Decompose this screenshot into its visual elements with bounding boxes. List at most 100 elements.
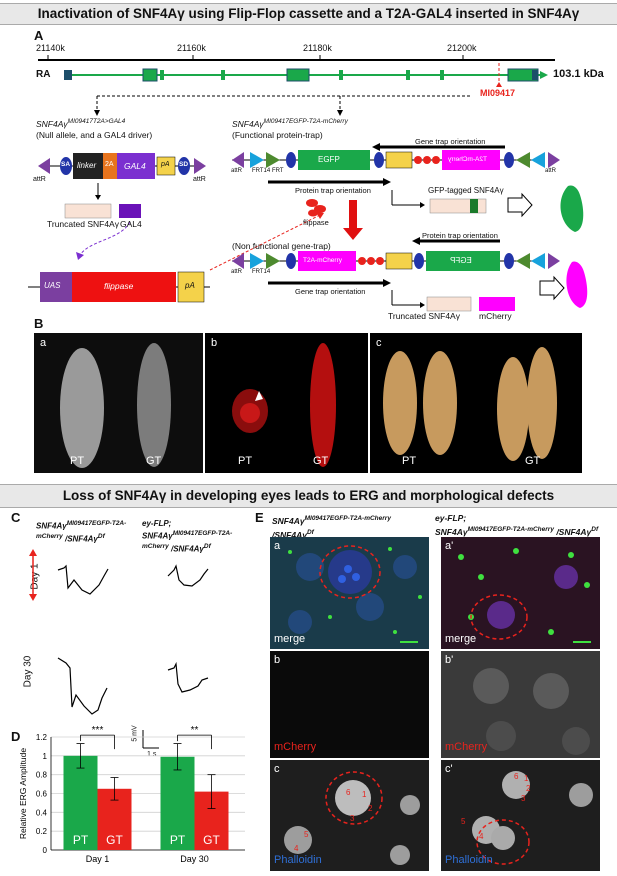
frt14-r1: FRT14: [252, 168, 271, 174]
right-construct-subtitle: (Functional protein-trap): [232, 130, 323, 140]
attr-r1: attR: [231, 168, 243, 174]
y-axis-label: Relative ERG Amplitude: [18, 748, 28, 839]
frt-r1: FRT: [272, 168, 284, 174]
ec-label: Phalloidin: [274, 854, 322, 866]
cassette-sd: SD: [179, 161, 189, 168]
ecp-num-2: 2: [526, 784, 531, 793]
truncated-protein-left: Truncated SNF4Aγ: [47, 219, 119, 229]
merge-left-art: [288, 545, 422, 643]
cassette-2a: 2A: [105, 161, 114, 168]
eb-sub: b: [274, 654, 281, 666]
y-tick-label: 0.4: [36, 808, 48, 817]
bc-sub: c: [376, 337, 382, 349]
protein-size: 103.1 kDa: [553, 68, 604, 80]
uas-pa-label: pA: [185, 281, 195, 290]
ec-prime-sub: c': [445, 763, 453, 775]
mcherry-protein-label: mCherry: [479, 311, 512, 321]
micro-c: c 1 2 3 4 5 6 Phalloidin: [270, 760, 429, 871]
ecp-num-6: 6: [514, 772, 519, 781]
y-tick-label: 0: [43, 846, 48, 855]
ba-sub: a: [40, 337, 47, 349]
c-right-genotype: ey-FLP;SNF4AγMI09417EGFP-T2A-mCherry /SN…: [142, 519, 233, 554]
phalloidin-right-art: [472, 771, 593, 865]
ecp-num-4: 4: [479, 832, 484, 841]
gene-trap-orientation-1: Gene trap orientation: [415, 137, 486, 146]
bc-gt: GT: [525, 455, 541, 467]
ec-num-3: 3: [350, 814, 355, 823]
coord-21140k: 21140k: [36, 43, 65, 53]
coord-21200k: 21200k: [447, 43, 477, 53]
ecp-num-1: 1: [524, 774, 529, 783]
ec-num-1: 1: [362, 790, 367, 799]
coord-21160k: 21160k: [177, 43, 206, 53]
frt14-r2: FRT14: [252, 269, 271, 275]
coord-21180k: 21180k: [303, 43, 332, 53]
x-category-label: Day 1: [86, 854, 110, 864]
c-left-genotype: SNF4AγMI09417EGFP-T2A-mCherry /SNF4AγDf: [36, 520, 127, 544]
phalloidin-left-art: [284, 771, 420, 865]
transcript-label: RA: [36, 69, 51, 80]
panel-d-label: D: [11, 729, 21, 744]
protein-trap-orientation-2: Protein trap orientation: [422, 231, 498, 240]
gene-trap-orientation-2: Gene trap orientation: [295, 287, 366, 296]
photo-ba: a PT GT: [34, 333, 203, 473]
larva-red: [232, 343, 336, 467]
larva-pt-white: [60, 343, 171, 468]
x-category-label: Day 30: [180, 854, 209, 864]
bar-series-label: GT: [203, 833, 220, 847]
attr-left-1: attR: [33, 176, 46, 183]
panel-a-label: A: [34, 28, 44, 43]
protein-trap-orientation-1: Protein trap orientation: [295, 186, 371, 195]
bar-series-label: GT: [106, 833, 123, 847]
attr-r1b: attR: [545, 168, 557, 174]
y-tick-label: 1.2: [36, 733, 48, 742]
bar-pt-1: [160, 756, 195, 850]
flippase-gene-label: flippase: [104, 281, 134, 291]
micro-a: a merge: [270, 537, 429, 649]
ec-num-6: 6: [346, 788, 351, 797]
left-construct-title: SNF4AγMI09417T2A>GAL4: [36, 118, 126, 129]
attr-r2: attR: [231, 269, 243, 275]
y-tick-label: 0.2: [36, 827, 48, 836]
significance-stars: ***: [92, 725, 104, 736]
flippase-label: flippase: [303, 218, 329, 227]
mimic-label: MI09417: [480, 88, 516, 98]
scale-s: 1 s: [147, 751, 157, 758]
ecp-num-3: 3: [521, 794, 526, 803]
ec-prime-label: Phalloidin: [445, 854, 493, 866]
mcherry-right-art: [473, 668, 590, 755]
bar-pt-0: [63, 755, 98, 850]
cassette-linker: linker: [77, 161, 97, 170]
attr-left-2: attR: [193, 176, 206, 183]
ec-num-4: 4: [294, 844, 299, 853]
genomic-ruler: [38, 55, 555, 116]
eb-prime-label: mCherry: [445, 741, 488, 753]
y-tick-label: 0.8: [36, 771, 48, 780]
egfp-r1: EGFP: [318, 155, 340, 164]
right-construct-title: SNF4AγMI09417EGFP-T2A-mCherry: [232, 118, 348, 129]
ea-sub: a: [274, 540, 281, 552]
ec-sub: c: [274, 763, 280, 775]
left-construct-subtitle: (Null allele, and a GAL4 driver): [36, 130, 153, 140]
e-right-genotype: ey-FLP;SNF4AγMI09417EGFP-T2A-mCherry /SN…: [435, 513, 599, 537]
bar-series-label: PT: [73, 833, 89, 847]
panel-e-label: E: [255, 510, 264, 525]
ecp-num-5: 5: [461, 817, 466, 826]
gal4-protein-label: GAL4: [120, 219, 142, 229]
pupae: [383, 347, 557, 461]
cassette-sa: SA: [61, 161, 71, 168]
micro-b-prime: b' mCherry: [441, 651, 600, 758]
bb-gt: GT: [313, 455, 329, 467]
ec-num-5: 5: [304, 830, 309, 839]
ea-label: merge: [274, 633, 306, 645]
photo-bc: c PT GT: [370, 333, 582, 473]
ea-prime-sub: a': [445, 540, 454, 552]
figure-title-top: Inactivation of SNF4Aγ using Flip-Flop c…: [0, 3, 617, 25]
ba-pt: PT: [70, 455, 85, 467]
cassette-pa: pA: [161, 161, 170, 168]
panel-b-label: B: [34, 316, 44, 331]
panel-c-label: C: [11, 510, 21, 525]
